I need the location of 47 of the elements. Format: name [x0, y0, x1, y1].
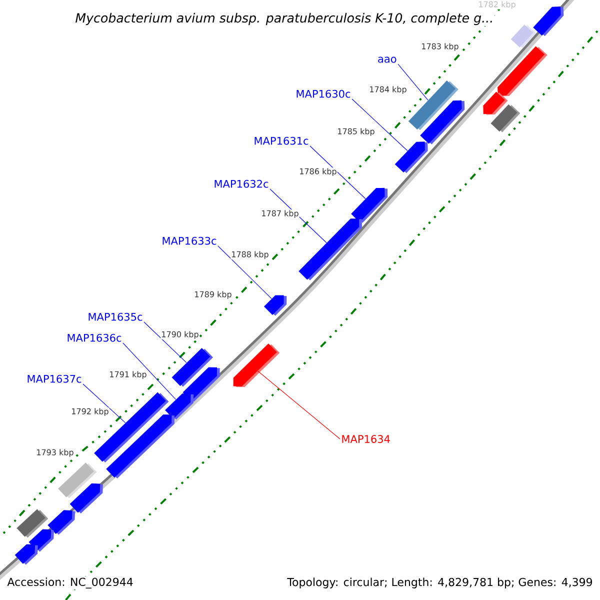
leader-line	[82, 384, 126, 424]
tick-label: 1788 kbp	[230, 250, 270, 260]
tick-label: 1791 kbp	[108, 370, 148, 380]
accession-label: Accession: NC_002944	[6, 576, 134, 590]
leader-line	[258, 370, 340, 440]
leader-line	[122, 342, 176, 400]
gene-block	[394, 142, 428, 174]
topology-label: Topology: circular; Length: 4,829,781 bp; Genes: 4,399	[286, 576, 594, 590]
gene-label: MAP1636c	[68, 334, 122, 342]
gene-block	[533, 6, 564, 36]
leader-line	[144, 322, 187, 364]
gene-block	[70, 483, 103, 514]
gene-label: MAP1633c	[162, 236, 216, 245]
tick-label: 1789 kbp	[194, 290, 232, 300]
tick-label: 1782 kbp	[478, 0, 516, 10]
gene-block	[498, 46, 548, 96]
tick-label: 1790 kbp	[160, 330, 200, 340]
tick-label: 1784 kbp	[368, 86, 408, 94]
gene-label: MAP1635c	[88, 312, 142, 321]
title: Mycobacterium avium subsp. paratuberculosis K-10, complete g...	[74, 12, 495, 26]
gene-block	[420, 100, 465, 144]
leader-line	[218, 246, 272, 299]
gene-label: MAP1637c	[28, 374, 82, 383]
gene-label: MAP1634	[342, 435, 390, 443]
gene-label: aao	[378, 56, 396, 63]
tick-label: 1787 kbp	[260, 210, 300, 218]
tick-label: 1793 kbp	[36, 448, 74, 458]
gene-block	[298, 218, 362, 280]
gene-label: MAP1632c	[214, 180, 268, 188]
tick-label: 1783 kbp	[420, 42, 460, 52]
gene-block	[510, 24, 536, 48]
gene-block	[483, 92, 508, 115]
leader-line	[352, 98, 408, 152]
tick-label: 1785 kbp	[336, 128, 376, 136]
leader-line	[310, 146, 366, 200]
gene-label: MAP1631c	[254, 136, 308, 145]
gene-block	[351, 188, 388, 223]
tick-label: 1792 kbp	[70, 408, 110, 416]
gene-block	[233, 344, 280, 388]
gene-block	[48, 510, 76, 535]
gene-block	[14, 544, 38, 565]
tick-label: 1786 kbp	[298, 168, 338, 176]
gene-label: MAP1630c	[296, 90, 350, 98]
gene-block	[264, 295, 287, 316]
gene-block	[106, 414, 175, 478]
gene-block	[490, 104, 520, 132]
leader-line	[398, 64, 428, 100]
